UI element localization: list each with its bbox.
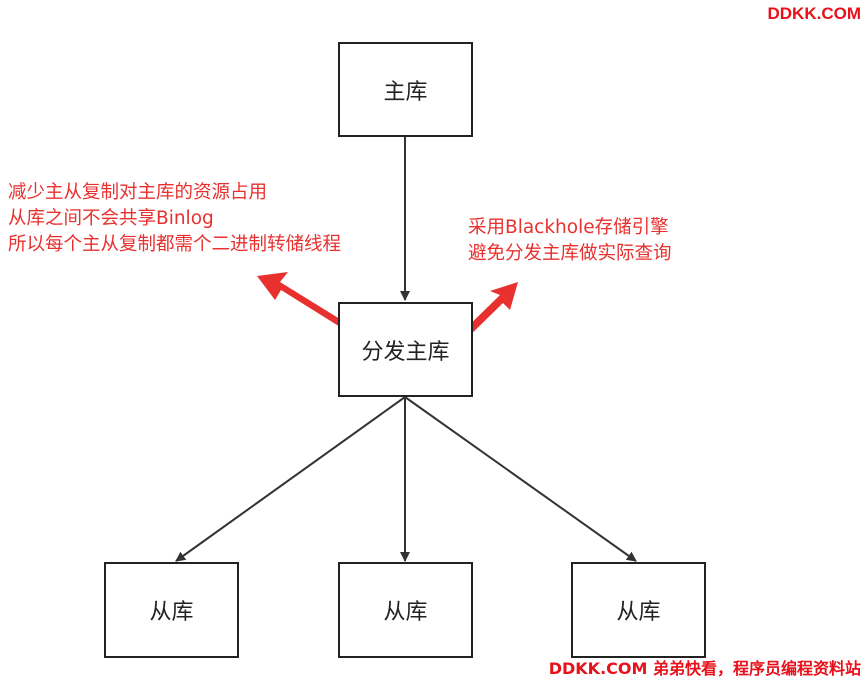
right-annotation-line: 采用Blackhole存储引擎: [468, 217, 669, 238]
slave-db-node-1: 从库: [104, 562, 239, 658]
arrow-distributor-to-slave-1: [175, 396, 406, 562]
left-annotation: 减少主从复制对主库的资源占用 从库之间不会共享Binlog 所以每个主从复制都需…: [8, 180, 341, 258]
slave-db-label: 从库: [149, 600, 194, 625]
right-annotation: 采用Blackhole存储引擎 避免分发主库做实际查询: [468, 215, 672, 267]
slave-db-node-2: 从库: [338, 562, 473, 658]
slave-db-label: 从库: [383, 600, 428, 625]
red-pointer-left: [257, 272, 348, 330]
watermark-top: DDKK.COM: [767, 4, 862, 23]
left-annotation-line: 从库之间不会共享Binlog: [8, 208, 214, 229]
slave-db-node-3: 从库: [571, 562, 706, 658]
left-annotation-line: 减少主从复制对主库的资源占用: [8, 182, 268, 203]
right-annotation-line: 避免分发主库做实际查询: [468, 243, 672, 264]
left-annotation-line: 所以每个主从复制都需个二进制转储线程: [8, 234, 342, 255]
arrow-distributor-to-slave-3: [404, 396, 637, 562]
watermark-bottom: DDKK.COM 弟弟快看，程序员编程资料站: [548, 659, 861, 678]
slave-db-label: 从库: [616, 600, 661, 625]
master-db-node: 主库: [338, 42, 473, 137]
distributor-db-label: 分发主库: [361, 339, 450, 365]
distributor-db-node: 分发主库: [338, 302, 473, 397]
master-db-label: 主库: [383, 79, 428, 105]
